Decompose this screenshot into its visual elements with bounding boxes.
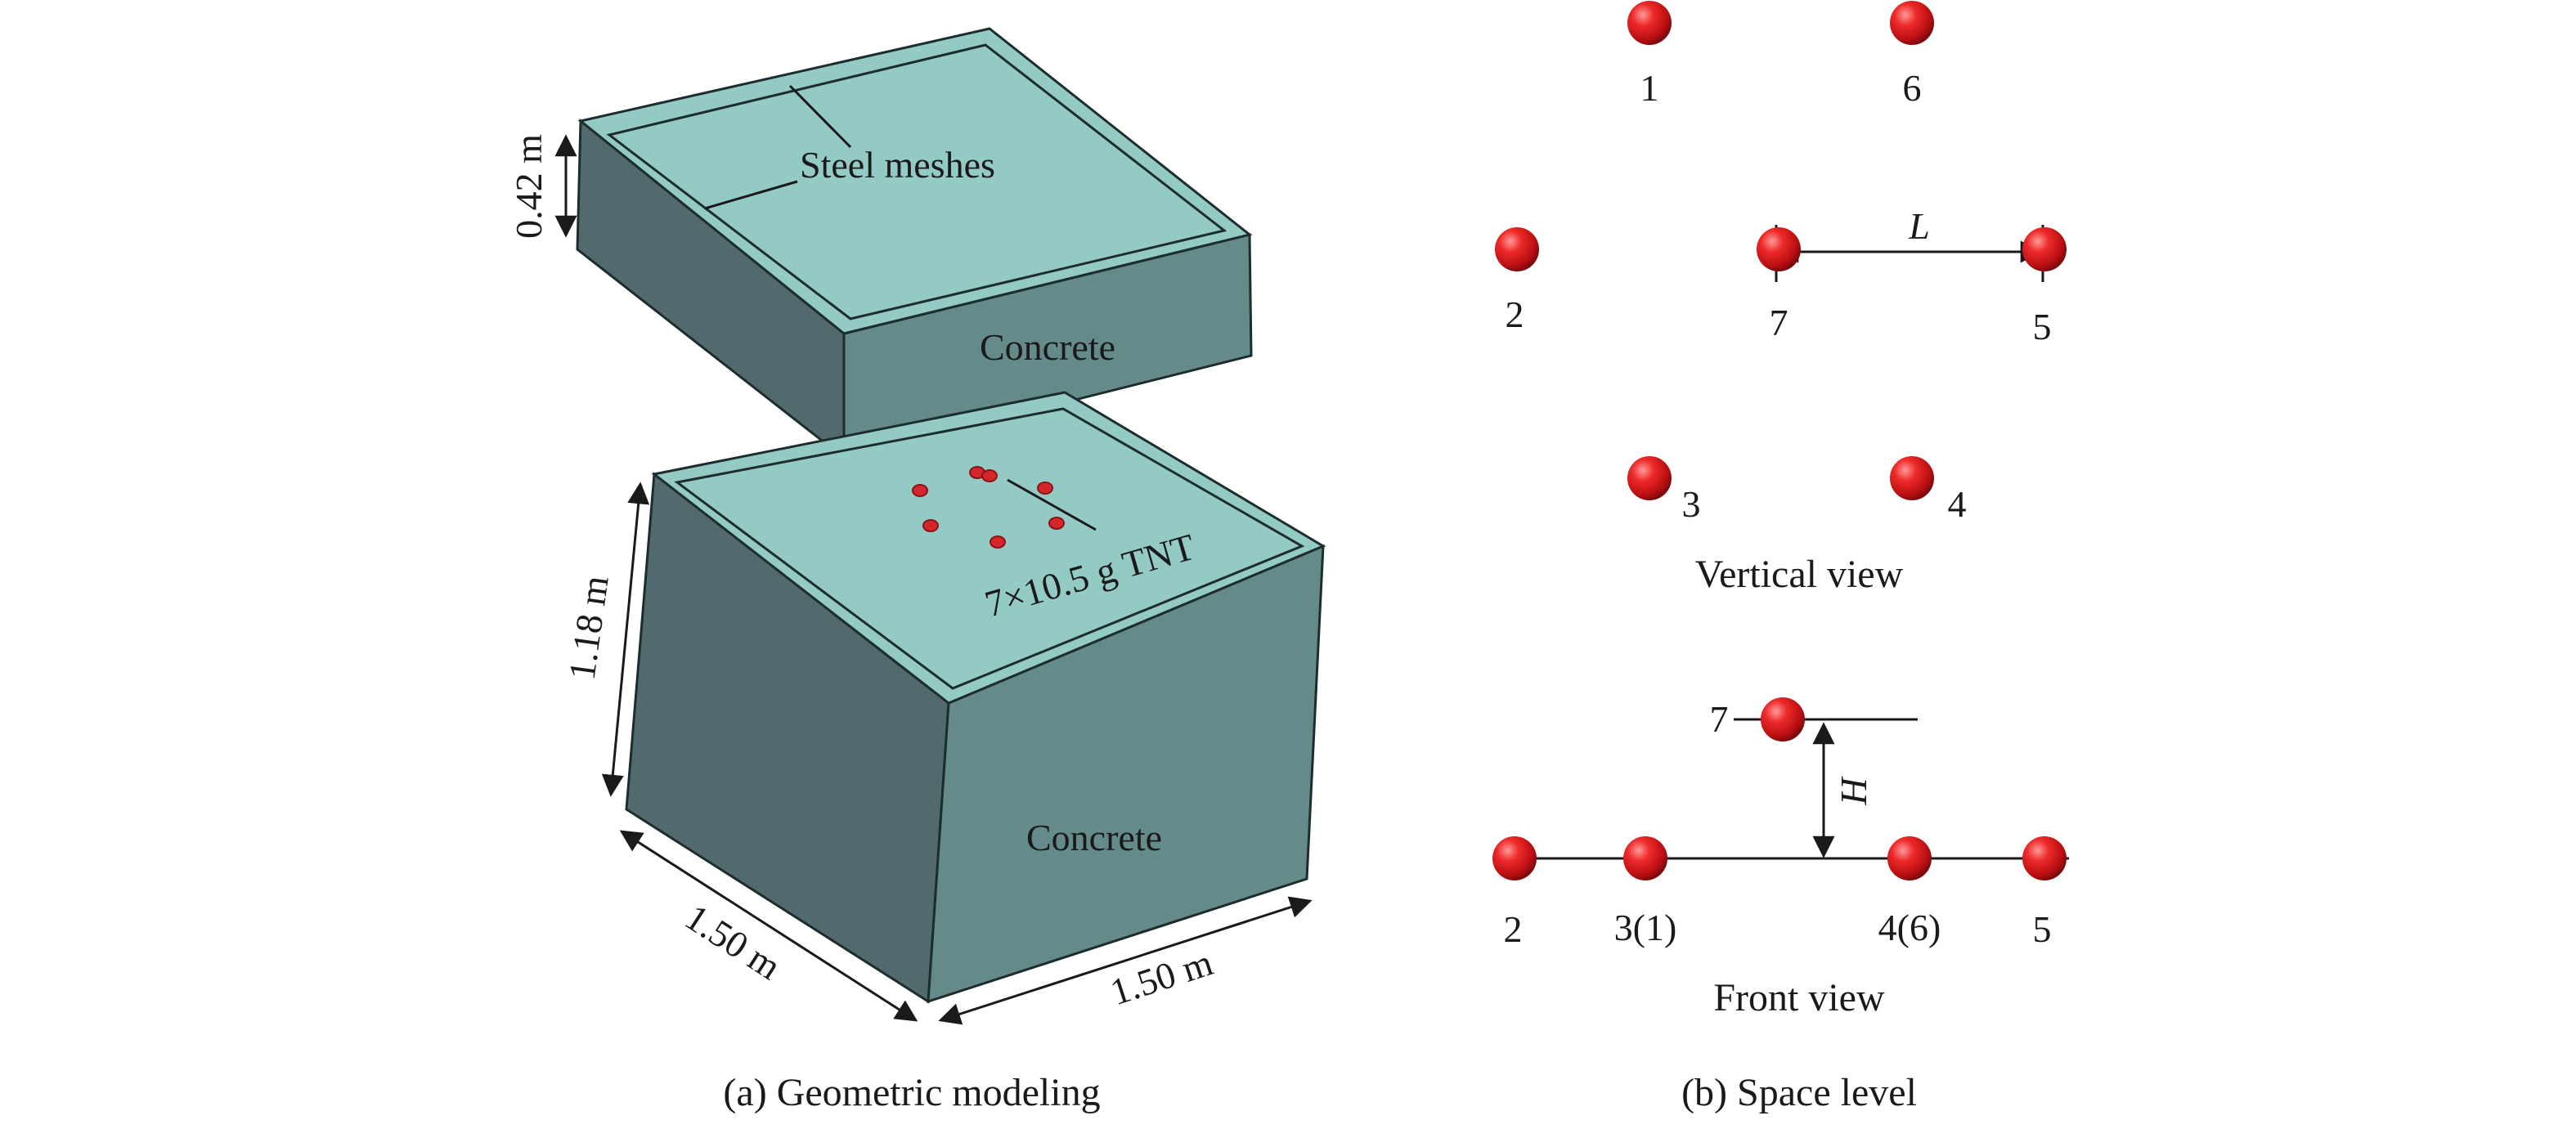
front-charge-label-5: 5 (2033, 908, 2052, 950)
charge-label-6: 6 (1903, 67, 1922, 109)
charge-3 (1627, 456, 1672, 500)
bottom-block (625, 391, 1326, 1004)
charge-7 (1757, 227, 1801, 271)
height-dimension-arrow (601, 482, 650, 797)
bottom-block-top-inner-edge (674, 407, 1305, 690)
distance-L-label: L (1908, 205, 1930, 247)
charge-2 (1495, 227, 1539, 271)
charge-label-5: 5 (2033, 306, 2052, 347)
panel-b-space-level: 1 6 2 7 5 3 4 L Vertical view 7 2 3(1) 4… (1492, 1, 2069, 1114)
height-H-label: H (1833, 776, 1874, 806)
width-right-label: 1.50 m (1106, 941, 1218, 1013)
width-left-dimension-arrow (619, 830, 918, 1022)
front-charge-label-3-1: 3(1) (1614, 907, 1677, 948)
charge-label-1: 1 (1640, 67, 1659, 109)
front-charge-2 (1492, 836, 1537, 880)
tnt-charge-dot (912, 484, 928, 497)
concrete-bottom-label: Concrete (1026, 817, 1162, 858)
charge-1 (1627, 1, 1672, 45)
thickness-label: 0.42 m (508, 134, 550, 239)
steel-mesh-outline (606, 43, 1227, 320)
top-slab (576, 27, 1253, 461)
panel-b-caption: (b) Space level (1681, 1071, 1917, 1114)
front-charge-5 (2022, 836, 2067, 880)
panel-a-caption: (a) Geometric modeling (723, 1071, 1100, 1114)
front-charge-7 (1761, 697, 1805, 741)
charge-label-3: 3 (1682, 483, 1701, 525)
front-charge-label-7: 7 (1710, 698, 1729, 740)
width-right-dimension-arrow (938, 896, 1313, 1025)
tnt-charge-dot (922, 519, 939, 532)
top-slab-top-face (577, 27, 1253, 335)
vertical-view-title: Vertical view (1695, 553, 1904, 596)
tnt-leader-line (1007, 478, 1097, 531)
charge-6 (1890, 1, 1934, 45)
width-left-label: 1.50 m (678, 896, 788, 988)
front-view: 7 2 3(1) 4(6) 5 H Front view (1492, 697, 2069, 1019)
charge-label-2: 2 (1506, 293, 1524, 335)
concrete-top-label: Concrete (980, 326, 1115, 368)
panel-a-geometric-model: 0.42 m Steel meshes Concrete 7×10.5 g TN… (508, 27, 1326, 1114)
vertical-view: 1 6 2 7 5 3 4 L Vertical view (1495, 1, 2067, 596)
steel-mesh-leader-2 (704, 180, 798, 210)
front-charge-4-6 (1887, 836, 1932, 880)
front-charge-label-4-6: 4(6) (1878, 907, 1941, 948)
tnt-charges (912, 466, 1097, 549)
steel-mesh-leader-1 (788, 84, 852, 149)
tnt-charge-dot (1048, 517, 1065, 530)
front-charge-3-1 (1623, 836, 1667, 880)
charge-5 (2022, 227, 2067, 271)
bottom-block-top-face (651, 391, 1326, 705)
charge-label-4: 4 (1948, 483, 1967, 525)
tnt-charge-dot (981, 469, 998, 482)
tnt-charge-dot (990, 535, 1006, 549)
front-view-title: Front view (1713, 976, 1885, 1019)
charge-label-7: 7 (1770, 302, 1788, 343)
steel-meshes-label: Steel meshes (800, 144, 995, 186)
height-label: 1.18 m (561, 573, 617, 683)
charge-4 (1890, 456, 1934, 500)
front-charge-label-2: 2 (1504, 908, 1523, 950)
tnt-charge-dot (1037, 482, 1053, 495)
